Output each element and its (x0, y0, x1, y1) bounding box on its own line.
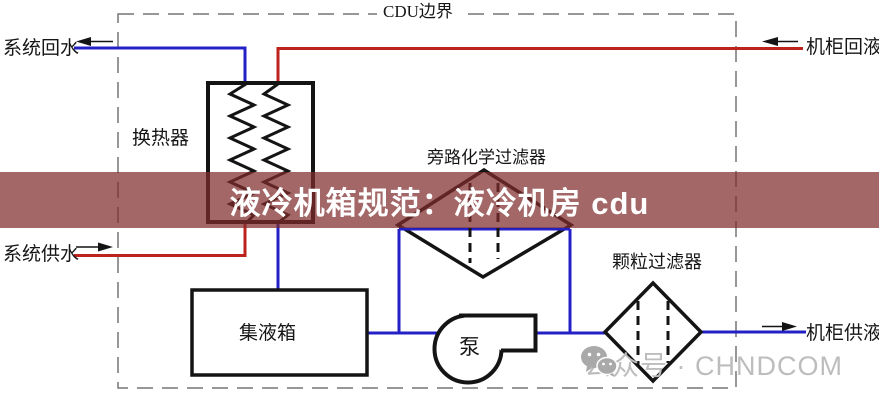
title-overlay-banner: 液冷机箱规范：液冷机房 cdu (0, 172, 879, 228)
reservoir-tank-body (190, 288, 369, 377)
particle-filter-label: 颗粒过滤器 (612, 252, 702, 272)
cabinet-return-pipe (276, 47, 803, 83)
cabinet-return-arrow-head (762, 37, 778, 46)
pump-discharge-outline (459, 313, 538, 353)
blue-pipes (74, 46, 806, 335)
particle-filter-diamond (602, 280, 704, 384)
pump-label: 泵 (459, 335, 480, 359)
wechat-icon (581, 346, 618, 377)
cdu-boundary-label: CDU边界 (377, 2, 459, 22)
pump-discharge-fill (462, 315, 536, 351)
cabinet-supply-arrow-head (782, 322, 797, 331)
bypass-filter-label: 旁路化学过滤器 (427, 148, 546, 167)
system-return-label: 系统回水 (3, 38, 80, 59)
reservoir-tank-label: 集液箱 (239, 323, 297, 344)
particle-filter-symbol (602, 280, 704, 384)
system-supply-pipe (74, 222, 247, 257)
system-supply-label: 系统供水 (3, 244, 80, 265)
watermark: 公众号 · CHNDCOM (580, 344, 843, 383)
page-title: 液冷机箱规范：液冷机房 cdu (229, 185, 650, 221)
heat-exchanger-label: 换热器 (132, 128, 190, 149)
system-return-arrow-head (76, 37, 91, 46)
system-supply-arrow-head (98, 242, 113, 252)
red-pipes (74, 47, 803, 257)
cabinet-supply-label: 机柜供液 (806, 323, 879, 344)
watermark-text: 公众号 · CHNDCOM (584, 351, 843, 381)
system-return-pipe (74, 46, 247, 83)
pump-symbol (432, 313, 538, 385)
cabinet-return-label: 机柜回液 (806, 37, 879, 58)
flow-arrows (76, 37, 798, 331)
